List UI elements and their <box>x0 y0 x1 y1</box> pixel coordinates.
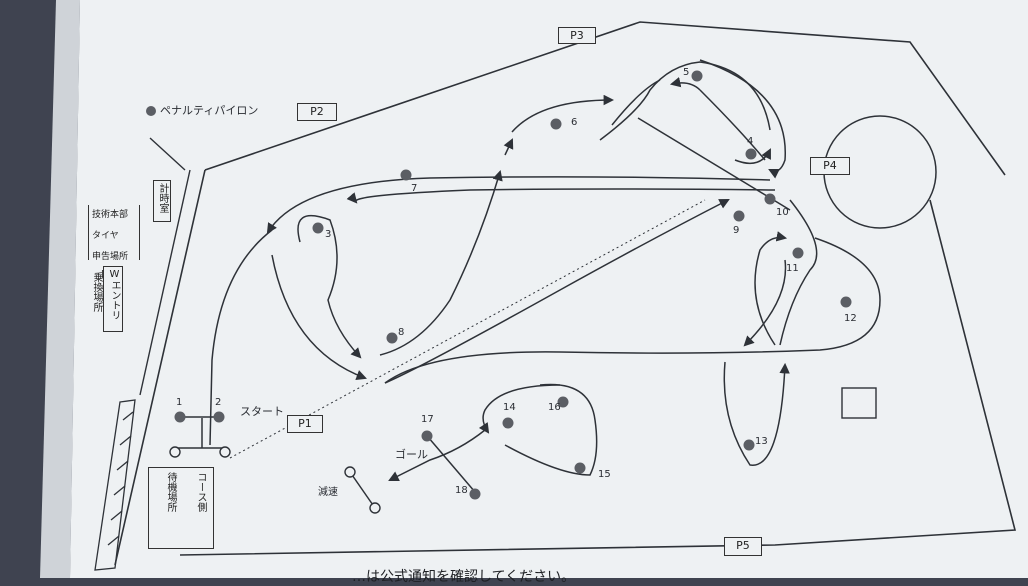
footer-note: …は公式通知を確認してください。 <box>352 569 576 585</box>
cone-label-7: 7 <box>411 183 418 194</box>
cone-label-11: 11 <box>786 263 799 274</box>
cone-label-2: 2 <box>215 397 222 408</box>
waiting-frame <box>148 467 214 549</box>
post-p3: P3 <box>558 27 596 44</box>
course-boundary <box>204 21 1006 176</box>
cone-label-9: 9 <box>733 225 740 236</box>
cone-label-17: 17 <box>421 414 434 425</box>
cone-label-16: 16 <box>548 402 561 413</box>
cone-label-5: 5 <box>683 67 690 78</box>
goal-label: ゴール <box>395 448 428 461</box>
course-paths <box>177 59 881 509</box>
paper-sheet <box>70 0 1028 578</box>
post-p5: P5 <box>724 537 762 556</box>
post-p2: P2 <box>297 103 337 121</box>
post-p1: P1 <box>287 415 323 433</box>
legend-pylon-label: ペナルティパイロン <box>160 104 259 117</box>
cone-label-10: 10 <box>776 207 789 218</box>
entry-box: Wエントリー <box>95 266 123 332</box>
waiting-area-box: 待機場所 <box>165 472 176 512</box>
reception-label: 申告場所 <box>92 252 129 262</box>
cone-label-18: 18 <box>455 485 468 496</box>
legend-pylon-dot <box>146 106 156 116</box>
cone-label-6: 6 <box>571 117 578 128</box>
cone-markers <box>174 70 852 500</box>
cone-label-1: 1 <box>176 397 183 408</box>
timing-room-box: 計時室 <box>153 180 171 222</box>
cone-label-3: 3 <box>325 229 332 240</box>
post-p4: P4 <box>810 157 850 175</box>
cone-label-8: 8 <box>398 327 405 338</box>
tech-hq-label: 技術本部 <box>92 210 129 220</box>
start-label: スタート <box>240 405 284 418</box>
cone-label-15: 15 <box>598 469 611 480</box>
cone-label-14: 14 <box>503 402 516 413</box>
cone-label-12: 12 <box>844 313 857 324</box>
hatched-area <box>94 399 136 571</box>
tech-group: 技術本部 タイヤ 申告場所 <box>88 205 140 262</box>
cone-label-13: 13 <box>755 436 768 447</box>
decel-label: 減速 <box>318 487 338 498</box>
course-side-box: コース側 <box>195 472 206 512</box>
tire-label: タイヤ <box>92 231 119 241</box>
transfer-box: 乗換場所 <box>91 272 102 312</box>
cone-label-4: 4 <box>747 136 754 147</box>
